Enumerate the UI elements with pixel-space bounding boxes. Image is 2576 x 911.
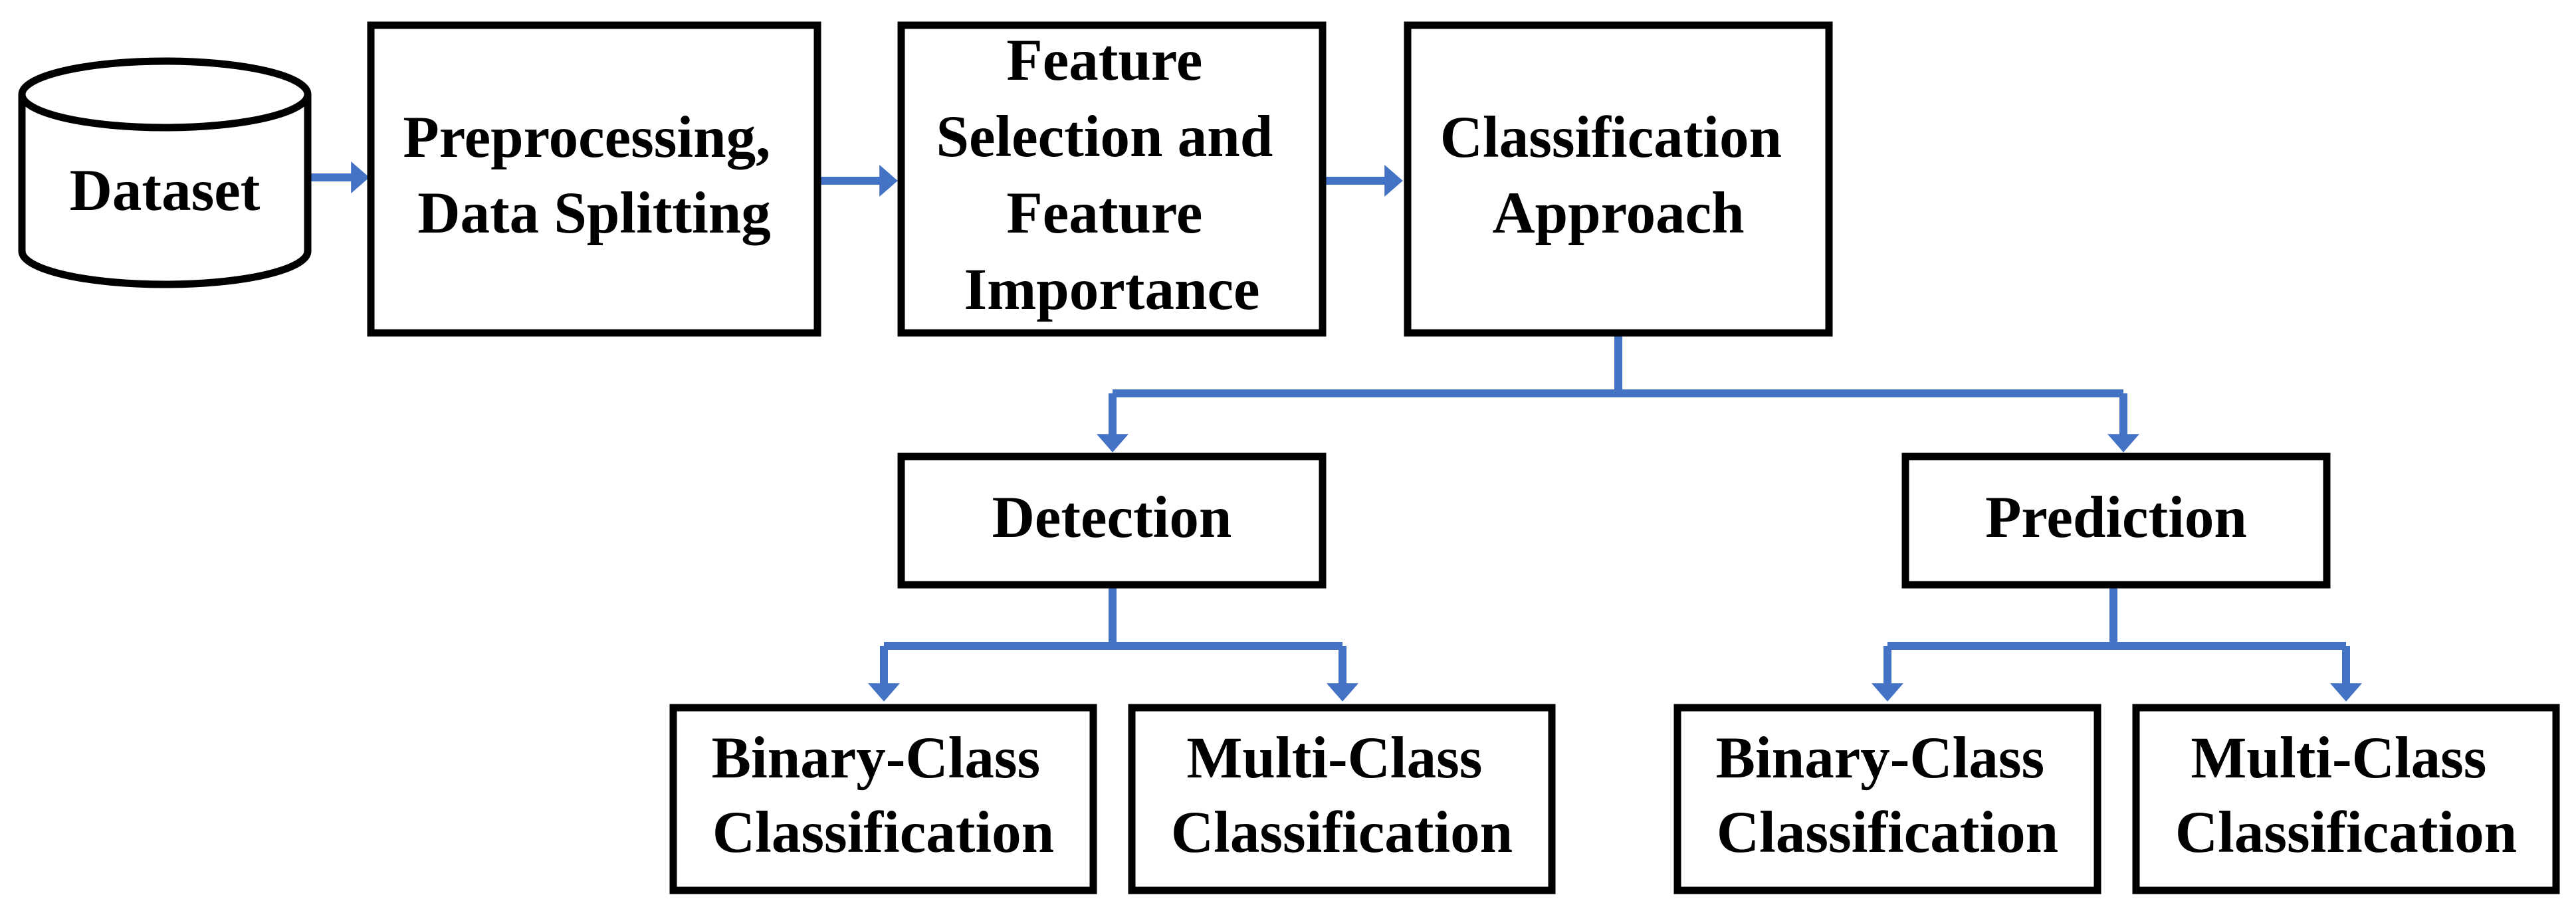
prediction-binary-node: Binary-Class Classification xyxy=(1673,704,2101,894)
detection-multi-label: Multi-Class Classification xyxy=(1171,726,1513,865)
dataset-label: Dataset xyxy=(70,158,261,223)
prediction-label: Prediction xyxy=(1985,485,2247,550)
preprocessing-label: Preprocessing, Data Splitting xyxy=(403,105,785,246)
prediction-binary-label: Binary-Class Classification xyxy=(1716,726,2060,865)
preprocessing-box xyxy=(367,21,821,337)
detection-binary-box xyxy=(669,704,1097,894)
detection-binary-node: Binary-Class Classification xyxy=(669,704,1097,894)
prediction-node: Prediction xyxy=(1901,453,2331,589)
connectors xyxy=(308,161,2362,702)
feature-selection-label: Feature Selection and Feature Importance xyxy=(936,28,1287,322)
feature-selection-box xyxy=(897,21,1327,337)
prediction-multi-box xyxy=(2132,704,2560,894)
dataset-cylinder-shape xyxy=(18,94,312,288)
feature-selection-node: Feature Selection and Feature Importance xyxy=(897,21,1327,337)
prediction-multi-label: Multi-Class Classification xyxy=(2175,726,2517,865)
prediction-multi-node: Multi-Class Classification xyxy=(2132,704,2560,894)
prediction-box xyxy=(1901,453,2331,589)
prediction-binary-box xyxy=(1673,704,2101,894)
detection-binary-label: Binary-Class Classification xyxy=(712,726,1055,865)
detection-node: Detection xyxy=(897,453,1327,589)
detection-multi-node: Multi-Class Classification xyxy=(1128,704,1556,894)
dataset-cylinder-top xyxy=(18,57,312,132)
classification-approach-label: Classification Approach xyxy=(1440,105,1796,246)
detection-box xyxy=(897,453,1327,589)
dataset-node: Dataset xyxy=(18,57,312,288)
classification-approach-box xyxy=(1404,21,1833,337)
classification-approach-node: Classification Approach xyxy=(1404,21,1833,337)
preprocessing-node: Preprocessing, Data Splitting xyxy=(367,21,821,337)
detection-multi-box xyxy=(1128,704,1556,894)
detection-label: Detection xyxy=(992,485,1232,550)
